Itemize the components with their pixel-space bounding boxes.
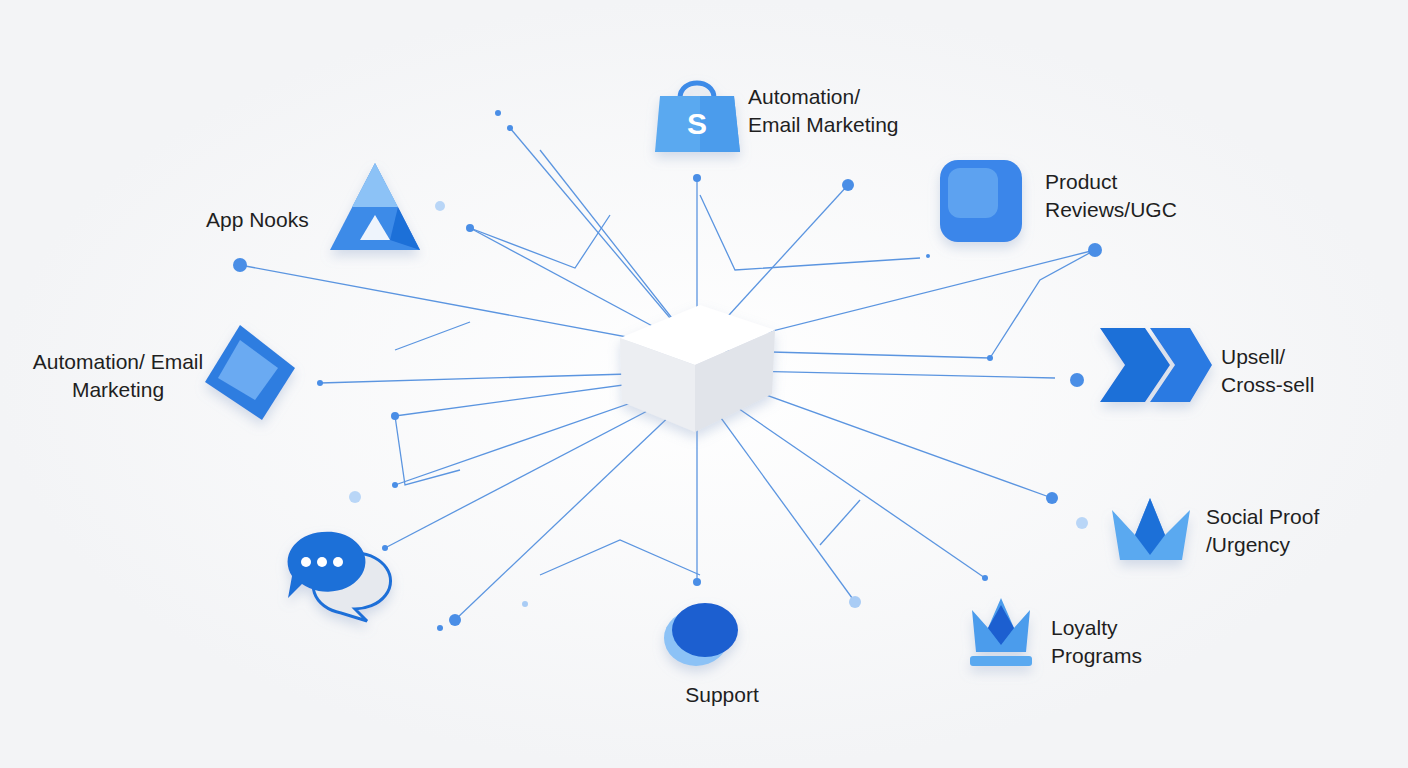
feature-name: Social Proof /Urgency — [1206, 503, 1351, 559]
feature-name: Product Reviews/UGC — [1045, 168, 1195, 224]
feature-label: Support — [662, 681, 782, 709]
feature-label: Loyalty Programs — [1051, 614, 1166, 670]
crown-icon — [1112, 498, 1190, 560]
support-icon — [664, 603, 738, 666]
rounded-square-icon — [940, 160, 1022, 242]
feature-label: Automation/ Email Marketing — [32, 348, 204, 404]
feature-label: App Nooks — [206, 206, 331, 234]
triangle-icon — [330, 163, 420, 250]
central-cube — [620, 305, 775, 432]
feature-name: Automation/ Email Marketing — [32, 348, 204, 404]
feature-label: Social Proof /Urgency — [1206, 503, 1351, 559]
feature-name: Loyalty Programs — [1051, 614, 1166, 670]
feature-name: Upsell/ Cross-sell — [1221, 343, 1333, 399]
chevron-icon — [1100, 328, 1212, 402]
feature-name: Support — [662, 681, 782, 709]
shopping-bag-icon — [655, 83, 740, 152]
connector-dots — [233, 110, 1102, 631]
icon-letter: S — [682, 109, 712, 139]
connector-lines — [240, 128, 1095, 620]
feature-label: Product Reviews/UGC — [1045, 168, 1195, 224]
chat-bubbles-icon — [288, 532, 391, 621]
diamond-icon — [205, 325, 295, 420]
feature-name: Automation/ Email Marketing — [748, 83, 913, 139]
feature-label: Automation/ Email Marketing — [748, 83, 913, 139]
feature-label: Upsell/ Cross-sell — [1221, 343, 1333, 399]
flame-icon — [970, 598, 1032, 666]
feature-name: App Nooks — [206, 206, 331, 234]
